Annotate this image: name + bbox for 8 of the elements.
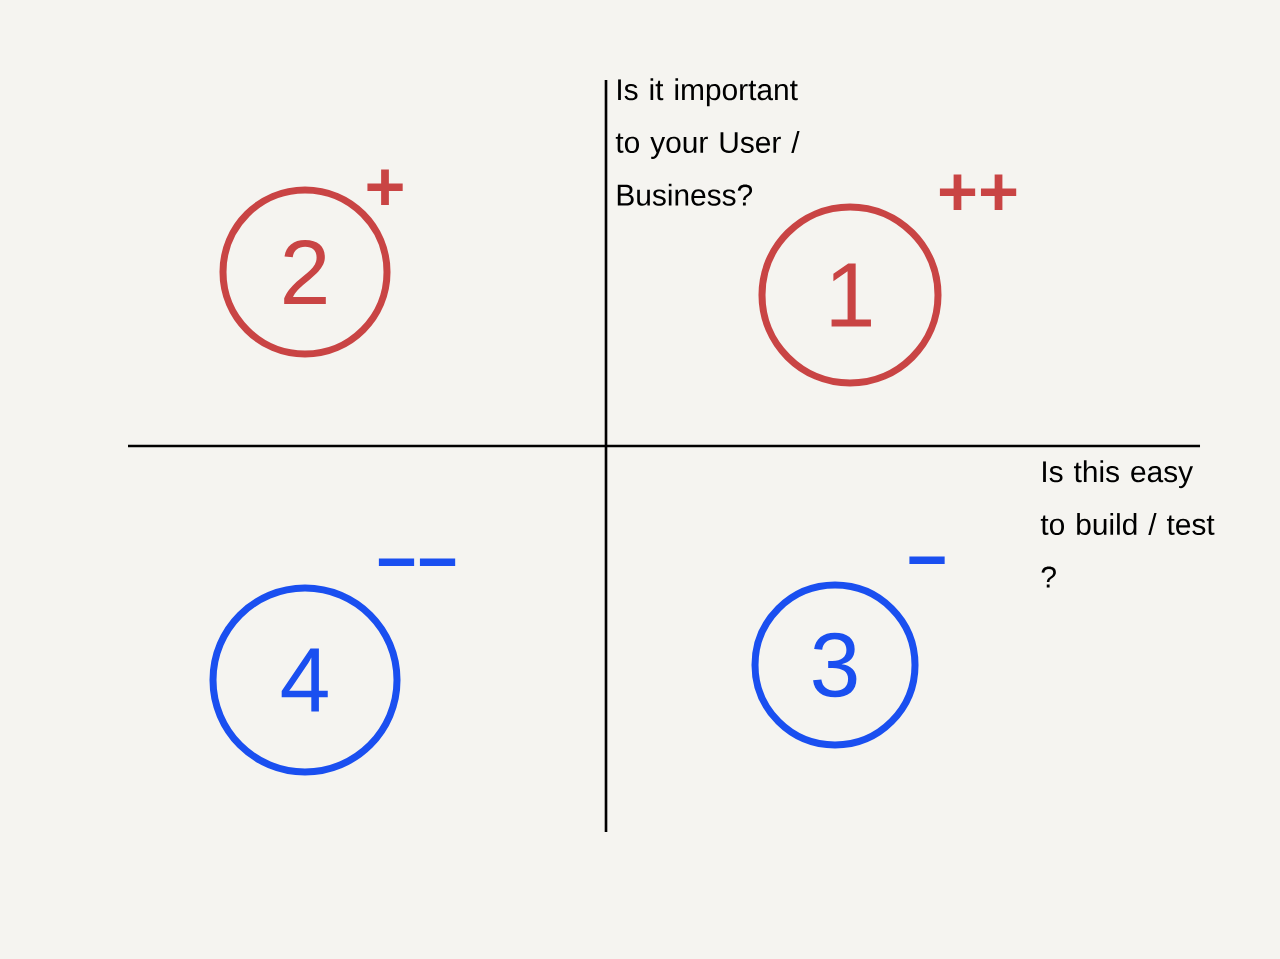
- axis-label: Is this easy to build / test ?: [1040, 460, 1215, 588]
- circled-number: 1: [758, 203, 942, 387]
- rating-sign: −−: [378, 558, 456, 567]
- circled-number: 4: [209, 584, 401, 776]
- axis-label: Is it important to your User / Business?: [615, 78, 800, 206]
- rating-sign: ++: [939, 174, 1017, 211]
- circled-number: 3: [751, 581, 919, 749]
- rating-sign: −: [909, 556, 945, 565]
